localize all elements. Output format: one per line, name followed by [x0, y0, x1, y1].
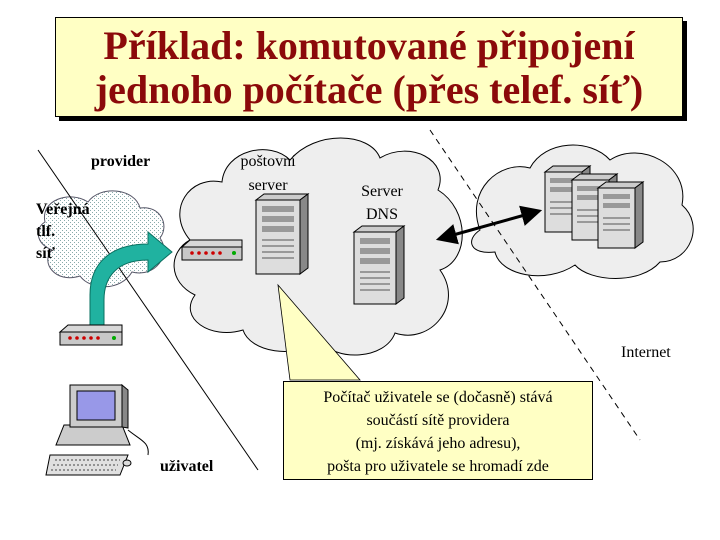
title-line-1: Příklad: komutované připojení	[103, 23, 635, 68]
mail-server-icon	[254, 193, 310, 275]
provider-label: provider	[91, 153, 151, 170]
user-computer-icon	[45, 383, 149, 476]
dns-server-label-2: DNS	[365, 206, 398, 223]
phone-network-label-3: síť	[36, 245, 56, 262]
phone-boundary-line	[37, 149, 259, 471]
provider-modem-icon	[180, 239, 243, 261]
callout-line-4: pošta pro uživatele se hromadí zde	[327, 458, 549, 475]
connection-arrow	[89, 230, 173, 331]
dns-server-label-1: Server	[361, 183, 403, 200]
internet-boundary-line	[429, 129, 641, 441]
internet-label: Internet	[621, 344, 671, 361]
callout-line-3: (mj. získává jeho adresu),	[355, 435, 521, 452]
mail-server-label-2: server	[248, 177, 288, 194]
callout-box: Počítač uživatele se (dočasně) stává sou…	[283, 381, 593, 480]
double-arrow-icon	[435, 205, 543, 245]
phone-network-label-1: Veřejná	[36, 201, 90, 218]
phone-network-cloud	[37, 190, 165, 288]
callout-pointer	[277, 283, 361, 381]
internet-servers-icon	[543, 165, 645, 249]
dns-server-icon	[352, 225, 406, 305]
user-modem-icon	[58, 324, 123, 346]
mail-server-label-1: poštovní	[240, 153, 296, 170]
user-label: uživatel	[160, 458, 214, 475]
callout-line-2: součástí sítě providera	[366, 412, 510, 429]
callout-line-1: Počítač uživatele se (dočasně) stává	[323, 389, 553, 406]
phone-network-label-2: tlf.	[36, 223, 56, 240]
title-line-2: jednoho počítače (přes telef. síť)	[94, 67, 644, 112]
title-box: Příklad: komutované připojení jednoho po…	[55, 17, 683, 117]
